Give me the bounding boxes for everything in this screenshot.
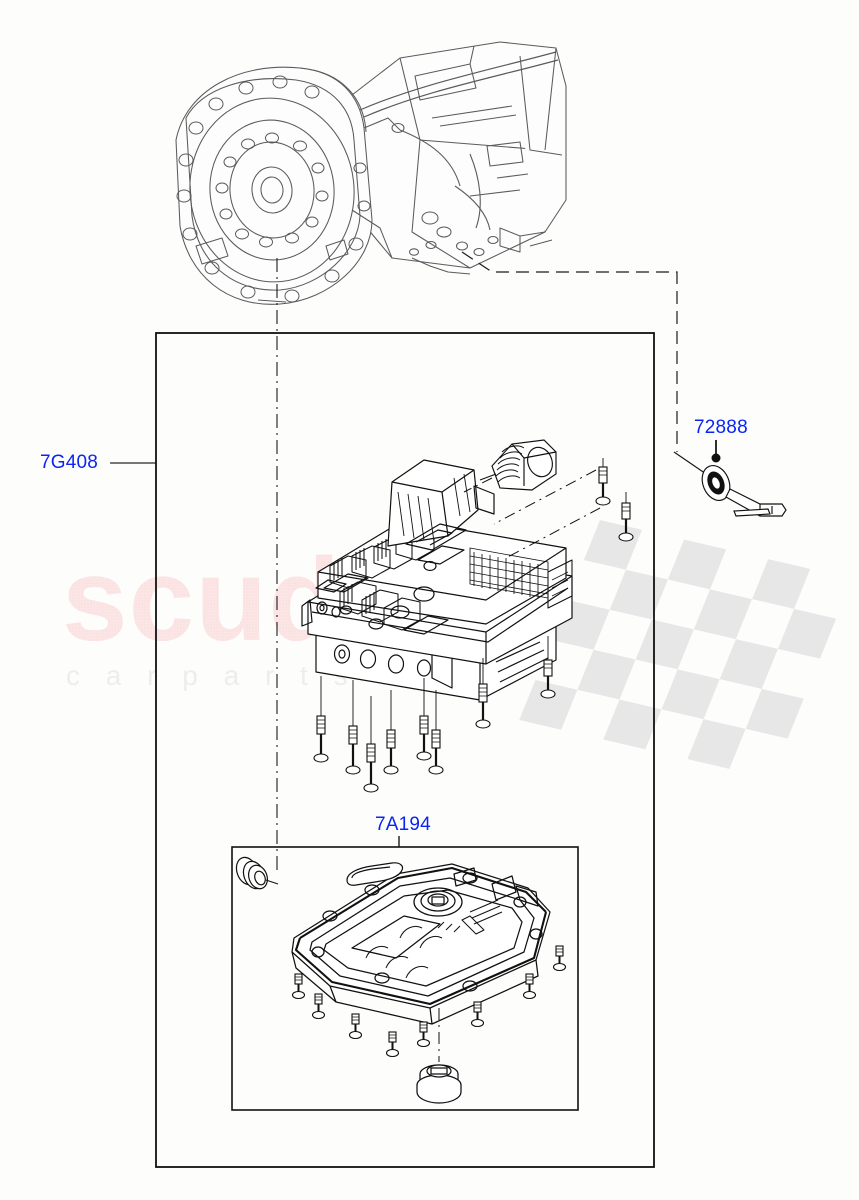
pan-bolt-1 xyxy=(291,973,306,1000)
oil-pan-gasket-strip xyxy=(346,862,404,886)
bolt-long-3 xyxy=(363,696,379,793)
bolt-long-4 xyxy=(383,690,399,775)
connector-plug xyxy=(479,439,557,491)
bolt-upper-right-1 xyxy=(595,458,611,506)
part-number-label-72888[interactable]: 72888 xyxy=(694,417,748,438)
pan-bolt-3 xyxy=(348,1013,363,1040)
installer-rod xyxy=(725,488,787,517)
oil-pan-cap xyxy=(235,856,279,890)
pan-bolt-2 xyxy=(311,993,326,1020)
pan-bolt-8 xyxy=(552,945,567,972)
pan-bolt-4 xyxy=(385,1031,400,1058)
watermark-sub-text: c a r p a r t s xyxy=(66,660,357,691)
oil-pan xyxy=(291,863,551,1025)
plug-assembly-leaders xyxy=(463,469,601,559)
drain-plug xyxy=(416,1008,462,1104)
bolt-long-8 xyxy=(540,636,556,699)
tool-arrow-icon xyxy=(733,508,771,517)
bolt-long-6 xyxy=(428,690,444,775)
pan-bolt-7 xyxy=(522,973,537,1000)
bolt-long-7 xyxy=(475,658,491,729)
oil-pan-bolts xyxy=(291,945,567,1058)
outer-group-box xyxy=(155,332,655,1168)
transmission-assembly xyxy=(175,41,567,305)
part-number-label-7g408[interactable]: 7G408 xyxy=(40,452,99,473)
dashed-path-to-seal xyxy=(461,251,678,452)
bolt-long-2 xyxy=(345,680,361,775)
valve-body-bolts xyxy=(313,458,634,793)
pan-bolt-6 xyxy=(470,1001,485,1028)
label-72888-dot xyxy=(711,453,721,463)
valve-body-assembly xyxy=(301,459,573,701)
bolt-long-5 xyxy=(416,678,432,761)
pan-bolt-5 xyxy=(416,1021,431,1048)
bolt-long-1 xyxy=(313,676,329,763)
inner-group-box xyxy=(231,846,579,1111)
part-number-label-7a194[interactable]: 7A194 xyxy=(375,814,431,835)
bolt-upper-right-2 xyxy=(618,492,634,542)
seal-and-tool xyxy=(701,465,787,517)
